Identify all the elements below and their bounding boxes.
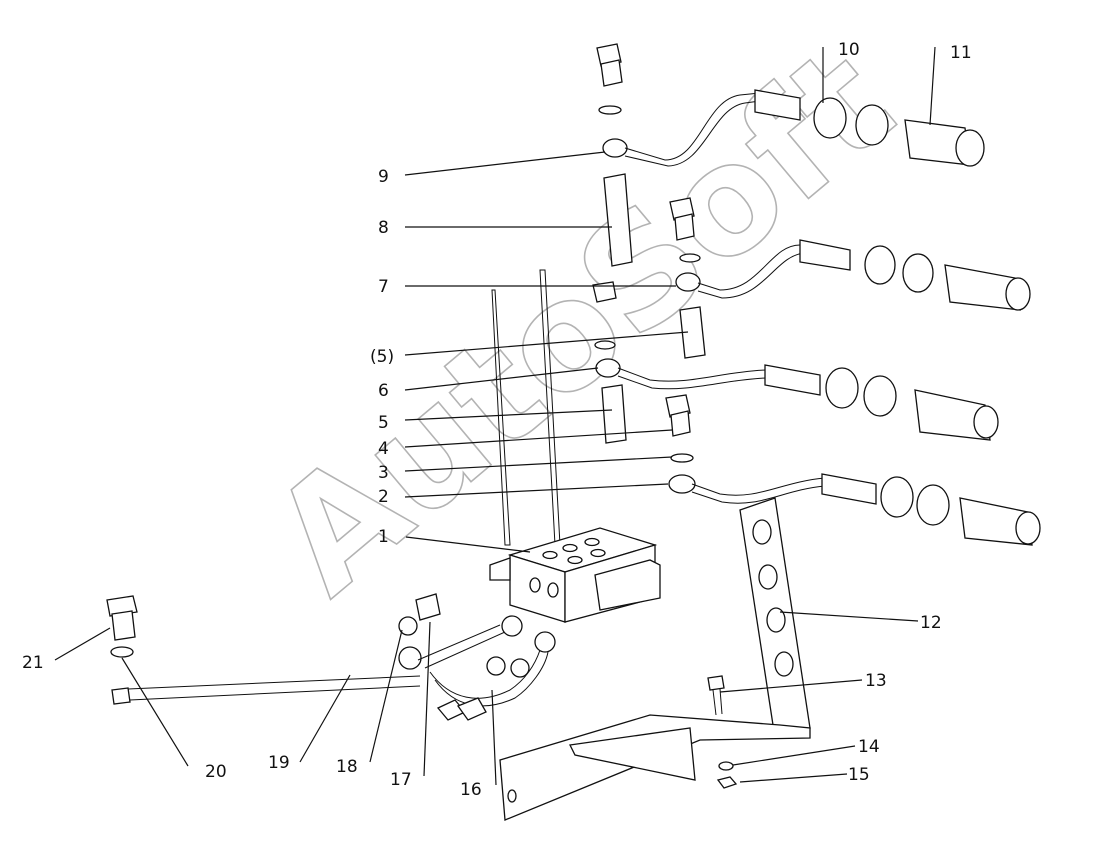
banjo-bolt-top	[596, 43, 623, 115]
callout-10: 10	[838, 40, 860, 60]
callout-19: 19	[268, 753, 290, 773]
callout-21: 21	[22, 653, 44, 673]
callout-20: 20	[205, 762, 227, 782]
leader-lines	[54, 46, 936, 786]
banjo-bolt-mid	[669, 197, 701, 263]
long-pipe-19	[111, 675, 421, 705]
pipe-9	[602, 89, 985, 167]
pipe-6	[595, 358, 999, 441]
callout-6: 6	[378, 381, 389, 401]
spacer-5b	[679, 306, 706, 359]
callout-9: 9	[378, 167, 389, 187]
callout-18: 18	[336, 757, 358, 777]
callout-16: 16	[460, 780, 482, 800]
bolt-13	[707, 675, 725, 716]
callout-13: 13	[865, 671, 887, 691]
callout-4: 4	[378, 439, 389, 459]
callout-2: 2	[378, 487, 389, 507]
spacer-5	[601, 384, 627, 444]
callout-17: 17	[390, 770, 412, 790]
nut-15	[716, 776, 738, 789]
callout-15: 15	[848, 765, 870, 785]
callout-8: 8	[378, 218, 389, 238]
washer-14	[718, 761, 734, 771]
callout-3: 3	[378, 463, 389, 483]
callout-12: 12	[920, 613, 942, 633]
bolt-21	[106, 595, 138, 658]
pipe-7	[675, 239, 1031, 311]
valve-block	[489, 269, 661, 623]
callout-7: 7	[378, 277, 389, 297]
banjo-bolt-mid2	[592, 281, 617, 350]
callout-11: 11	[950, 43, 972, 63]
callout-1: 1	[378, 527, 389, 547]
banjo-bolt-low	[665, 394, 694, 463]
pipe-2	[668, 473, 1041, 546]
mounting-bracket	[499, 497, 811, 821]
fittings-16-17-18	[398, 593, 556, 721]
callout-5-alt: (5)	[370, 347, 394, 367]
callout-5: 5	[378, 413, 389, 433]
spacer-8	[603, 173, 633, 267]
callout-14: 14	[858, 737, 880, 757]
